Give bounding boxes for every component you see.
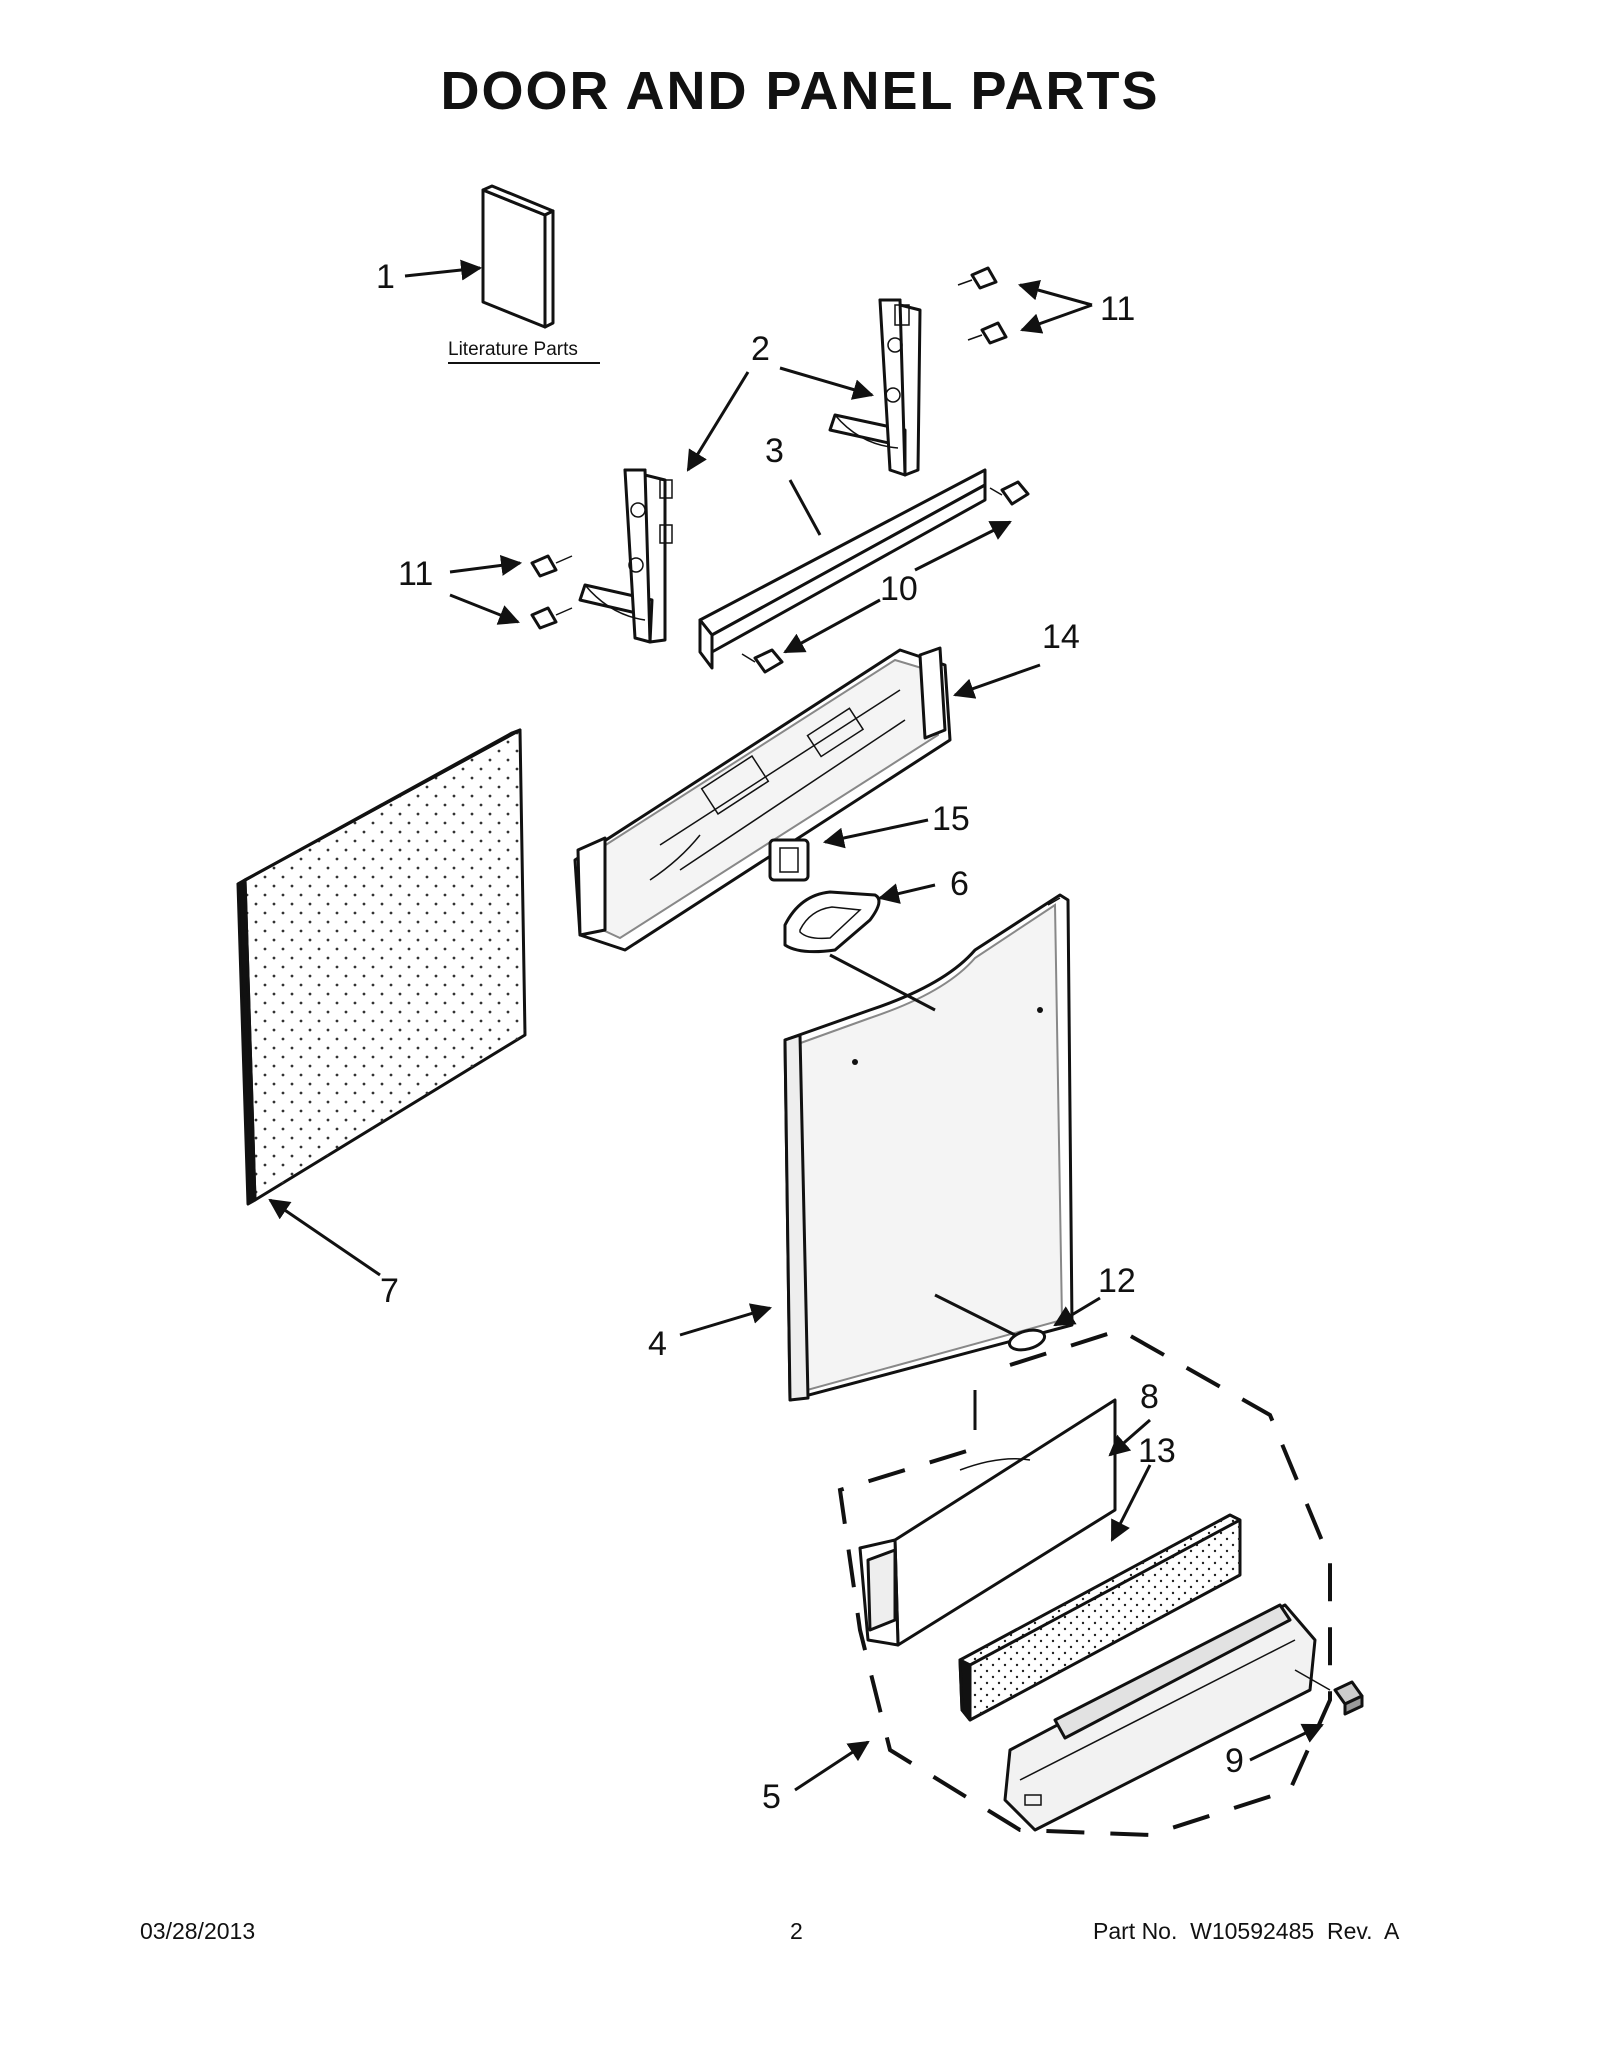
footer-date: 03/28/2013	[140, 1918, 256, 1944]
screw-11-c	[530, 554, 573, 578]
callout-10: 10	[880, 570, 918, 608]
toe-kick-panel	[1003, 1603, 1331, 1832]
outer-door-panel	[783, 893, 1074, 1402]
callout-13: 13	[1138, 1432, 1176, 1470]
callout-11-right: 11	[1100, 290, 1135, 328]
screw-10-upper	[989, 480, 1030, 506]
literature-booklet	[481, 184, 555, 329]
screw-11-b	[967, 321, 1008, 345]
callout-6: 6	[950, 865, 969, 903]
footer-part-number: Part No. W10592485 Rev. A	[1093, 1918, 1400, 1944]
callout-11-left: 11	[398, 555, 433, 593]
screw-10-lower	[741, 648, 784, 674]
assembly-boundary	[837, 1327, 1332, 1838]
callout-4: 4	[648, 1325, 667, 1363]
page-title: DOOR AND PANEL PARTS	[440, 61, 1160, 121]
footer-page-number: 2	[790, 1918, 803, 1944]
oval-badge	[1007, 1328, 1047, 1352]
door-brace-bar	[698, 468, 987, 670]
callout-1: 1	[376, 258, 395, 296]
inner-door-panel	[236, 728, 527, 1206]
screw-9	[1333, 1680, 1364, 1716]
literature-label: Literature Parts	[448, 339, 578, 360]
callout-5: 5	[762, 1778, 781, 1816]
access-panel	[858, 1398, 1117, 1647]
screw-11-a	[957, 266, 998, 290]
callout-12: 12	[1098, 1262, 1136, 1300]
callout-15: 15	[932, 800, 970, 838]
callout-8: 8	[1140, 1378, 1159, 1416]
door-latch	[768, 838, 810, 882]
upper-hinge-bracket	[828, 298, 922, 477]
callout-14: 14	[1042, 618, 1080, 656]
callout-2: 2	[751, 330, 770, 368]
insulation-strip	[958, 1513, 1242, 1722]
screw-11-d	[530, 606, 573, 630]
callout-9: 9	[1225, 1742, 1244, 1780]
lower-hinge-bracket	[578, 468, 673, 644]
callout-3: 3	[765, 432, 784, 470]
handle-cup	[783, 890, 881, 954]
callout-7: 7	[380, 1272, 399, 1310]
control-housing	[573, 646, 952, 952]
